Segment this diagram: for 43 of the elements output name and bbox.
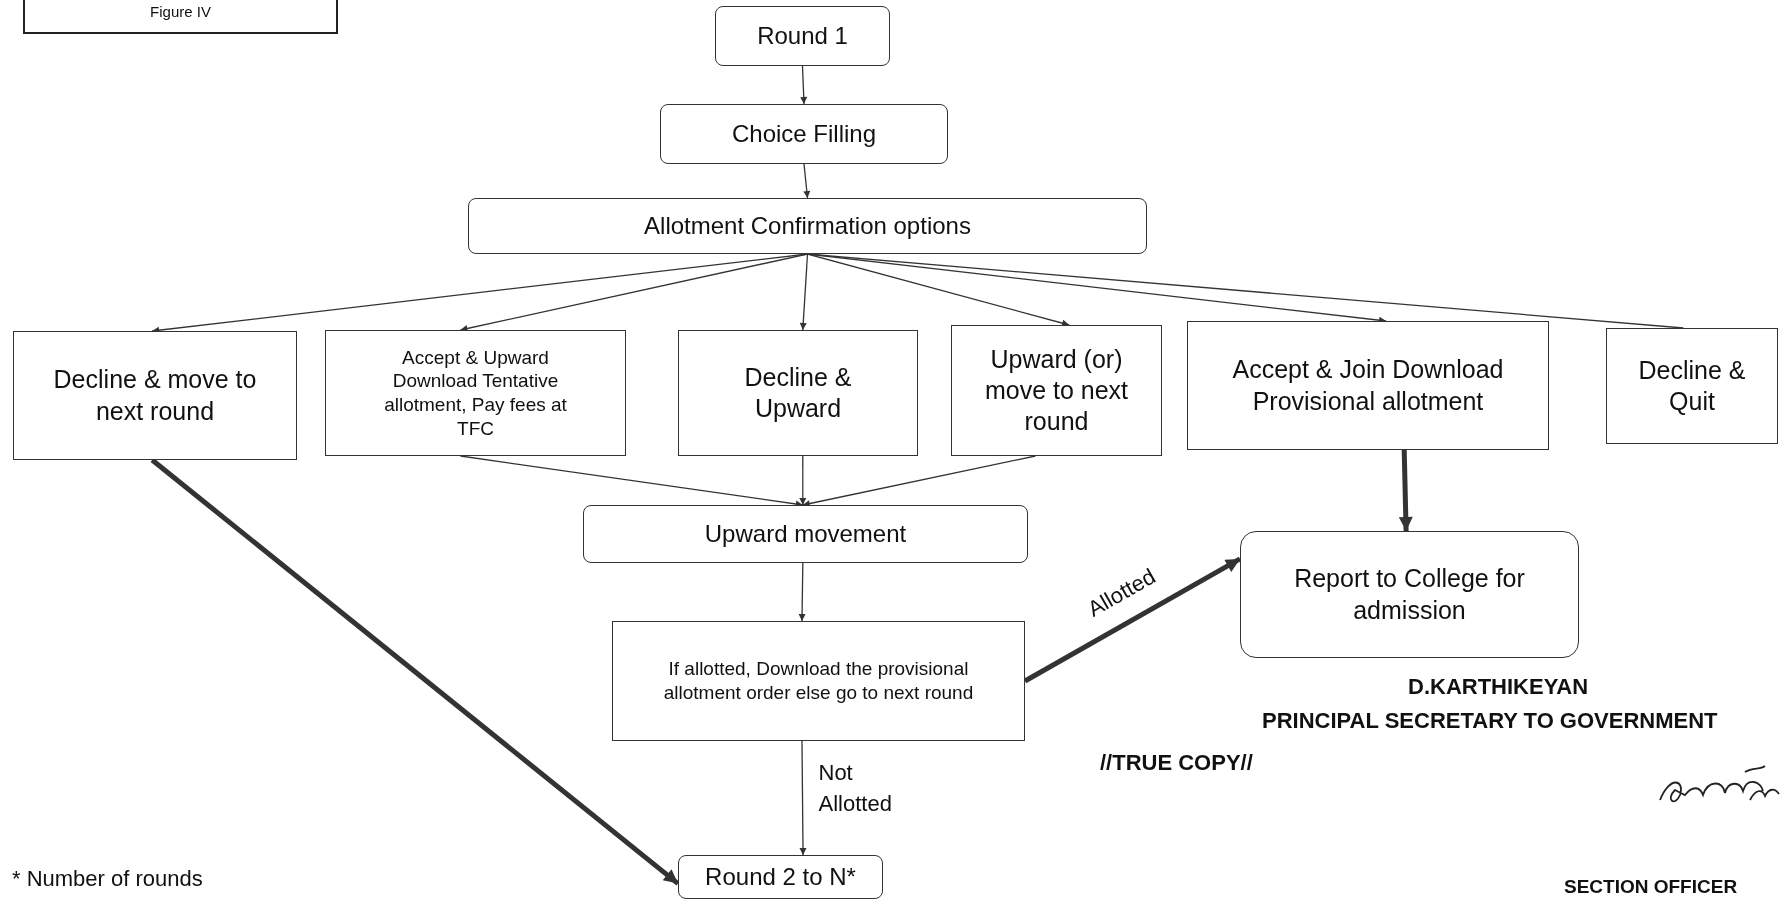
footnote: * Number of rounds — [12, 866, 203, 892]
process-box — [1240, 531, 1579, 658]
arrow — [799, 740, 807, 856]
process-box — [325, 330, 626, 456]
arrow — [799, 455, 807, 506]
box-label: Accept & Join Download Provisional allotment — [1231, 354, 1505, 417]
arrow — [800, 65, 808, 105]
process-box — [660, 104, 948, 164]
arrow — [1023, 556, 1242, 684]
box-label: Upward (or) move to next round — [983, 343, 1130, 438]
box-label: Accept & Upward Download Tentative allotment, Pay fees at TFC — [383, 345, 568, 441]
figure-label: Figure IV — [23, 0, 338, 34]
box-label: Allotment Confirmation options — [644, 211, 971, 241]
box-label: Round 1 — [757, 21, 848, 51]
box-label: If allotted, Download the provisional allotment order else go to next round — [662, 657, 975, 705]
arrow — [150, 458, 680, 886]
process-box — [678, 855, 883, 899]
process-box — [951, 325, 1162, 456]
box-label: Round 2 to N* — [705, 862, 856, 892]
process-box — [468, 198, 1147, 254]
arrow — [803, 163, 811, 199]
box-label: Choice Filling — [731, 119, 877, 149]
process-box — [1187, 321, 1549, 450]
process-box — [13, 331, 297, 460]
certification-note: //TRUE COPY// — [1100, 750, 1253, 776]
officer-title: SECTION OFFICER — [1564, 876, 1738, 898]
arrow — [1398, 449, 1413, 532]
process-box — [583, 505, 1028, 563]
signatory-title: PRINCIPAL SECRETARY TO GOVERNMENT — [1262, 708, 1718, 734]
process-box — [1606, 328, 1778, 444]
arrow — [459, 253, 809, 332]
box-label: Upward movement — [704, 519, 907, 549]
process-box — [715, 6, 890, 66]
box-label: Decline & move to next round — [52, 364, 258, 427]
box-label: Report to College for admission — [1293, 563, 1526, 626]
signatory-name: D.KARTHIKEYAN — [1408, 674, 1589, 700]
arrow — [799, 253, 809, 331]
process-box — [612, 621, 1025, 741]
arrow — [798, 562, 806, 622]
process-box — [678, 330, 918, 456]
box-label: Decline & Quit — [1637, 354, 1747, 417]
arrow — [802, 455, 1037, 507]
box-label: Decline & Upward — [743, 361, 853, 424]
